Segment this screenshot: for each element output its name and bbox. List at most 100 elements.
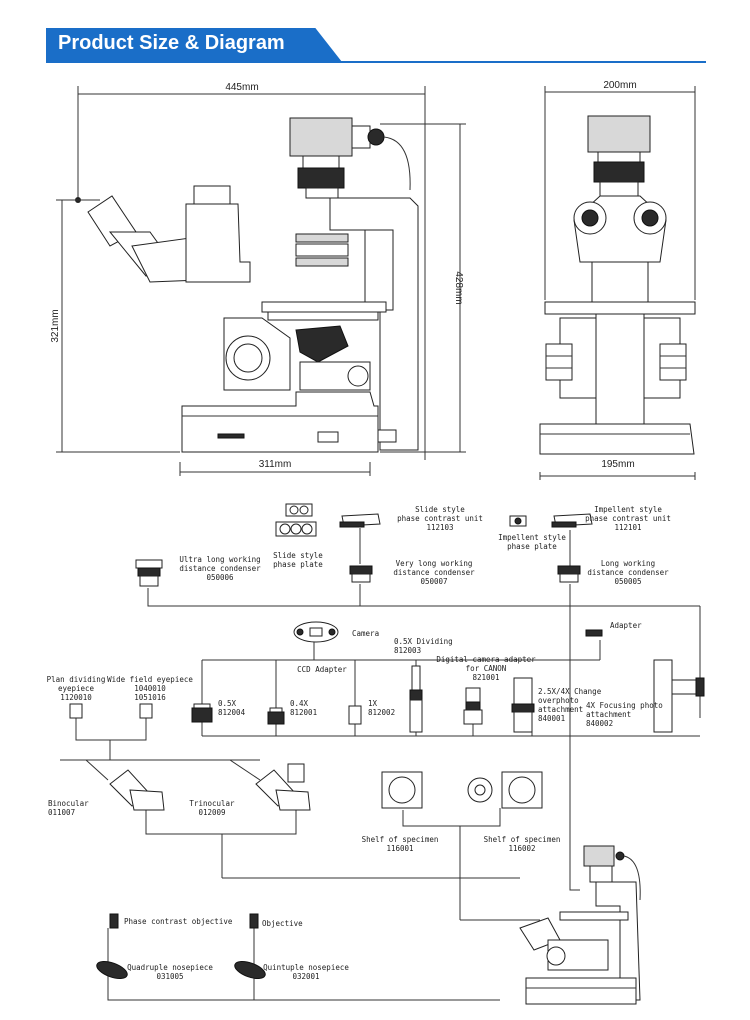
label-quadruple-line: Quadruple nosepiece xyxy=(127,963,213,972)
slide-phase-unit-part xyxy=(339,513,381,528)
label-trinocular-line: Trinocular xyxy=(189,799,235,808)
label-impellent-plate-line: Impellent style xyxy=(498,533,566,542)
section-title: Product Size & Diagram xyxy=(58,32,285,54)
front-view-microscope xyxy=(539,86,696,480)
label-plan-eyepiece-line: eyepiece xyxy=(58,684,95,693)
quintuple-nosepiece-part xyxy=(234,960,266,980)
label-very-condenser-line: Very long working xyxy=(396,559,473,568)
label-slide-plate-line: phase plate xyxy=(273,560,323,569)
label-shelf-116001-line: Shelf of specimen xyxy=(362,835,439,844)
label-canon-line: for CANON xyxy=(466,664,507,673)
label-phase-objective: Phase contrast objective xyxy=(124,917,233,926)
objective-part xyxy=(249,913,259,929)
header-rule xyxy=(46,61,706,63)
dim-side-base: 311mm xyxy=(259,459,292,470)
focusing-part xyxy=(653,659,705,733)
adapter-1x-part xyxy=(348,705,362,725)
label-binocular-line: Binocular xyxy=(48,799,89,808)
trinocular-part xyxy=(255,763,311,811)
long-condenser-part xyxy=(557,565,581,583)
label-plan-eyepiece-line: 1120010 xyxy=(60,693,92,702)
label-very-condenser-line: 050007 xyxy=(420,577,447,586)
adapter-05x-part xyxy=(191,703,213,723)
impellent-phase-plate-part xyxy=(509,515,527,527)
overphoto-part xyxy=(511,677,535,733)
label-dividing-line: 812003 xyxy=(394,646,421,655)
label-wide-eyepiece-line: Wide field eyepiece xyxy=(107,675,193,684)
label-ultra-condenser-line: distance condenser xyxy=(179,564,261,573)
label-long-condenser-line: 050005 xyxy=(614,577,641,586)
phase-objective-part xyxy=(109,913,119,929)
slide-phase-plate-part xyxy=(275,503,317,537)
label-canon-line: 821001 xyxy=(472,673,499,682)
ultra-condenser-part xyxy=(135,559,163,587)
quadruple-nosepiece-part xyxy=(96,960,128,980)
label-impellent-unit-line: Impellent style xyxy=(594,505,662,514)
label-very-condenser-line: distance condenser xyxy=(393,568,475,577)
label-1x-line: 1X xyxy=(368,699,378,708)
wide-eyepiece-part xyxy=(139,703,153,719)
label-impellent-unit-line: 112101 xyxy=(614,523,641,532)
label-04x-line: 0.4X xyxy=(290,699,309,708)
label-plan-eyepiece-line: Plan dividing xyxy=(47,675,106,684)
label-objective: Objective xyxy=(262,919,303,928)
label-quintuple-line: Quintuple nosepiece xyxy=(263,963,349,972)
dim-side-height: 428mm xyxy=(453,271,464,304)
label-overphoto-line: 2.5X/4X Change xyxy=(538,687,602,696)
label-adapter: Adapter xyxy=(610,621,642,630)
dim-front-base: 195mm xyxy=(601,459,634,470)
connector-lines xyxy=(60,528,701,1001)
label-quintuple-line: 032001 xyxy=(292,972,319,981)
label-overphoto-line: attachment xyxy=(538,705,583,714)
impellent-phase-unit-part xyxy=(551,513,593,528)
label-shelf-116002-line: Shelf of specimen xyxy=(484,835,561,844)
binocular-part xyxy=(109,769,165,811)
label-long-condenser-line: Long working xyxy=(601,559,655,568)
label-shelf-116001-line: 116001 xyxy=(386,844,413,853)
label-long-condenser-line: distance condenser xyxy=(587,568,669,577)
label-binocular-line: 011007 xyxy=(48,808,75,817)
label-focusing-line: 840002 xyxy=(586,719,613,728)
label-slide-plate-line: Slide style xyxy=(273,551,323,560)
label-slide-unit-line: phase contrast unit xyxy=(397,514,483,523)
label-canon-line: Digital camera adapter xyxy=(436,655,536,664)
dim-side-left-height: 321mm xyxy=(50,309,61,342)
label-adapter-line: Adapter xyxy=(610,621,642,630)
label-wide-eyepiece-line: 1040010 xyxy=(134,684,166,693)
label-impellent-plate-line: phase plate xyxy=(507,542,557,551)
label-focusing-line: attachment xyxy=(586,710,631,719)
label-overphoto-line: overphoto xyxy=(538,696,579,705)
plan-eyepiece-part xyxy=(69,703,83,719)
label-ultra-condenser-line: 050006 xyxy=(206,573,234,582)
label-phase-objective-line: Phase contrast objective xyxy=(124,917,233,926)
very-condenser-part xyxy=(349,565,373,583)
adapter-part xyxy=(585,629,603,637)
shelf-116002-part xyxy=(467,771,543,809)
label-quadruple-line: 031005 xyxy=(156,972,183,981)
label-camera-line: Camera xyxy=(352,629,379,638)
label-dividing-line: 0.5X Dividing xyxy=(394,637,453,646)
label-05x-line: 0.5X xyxy=(218,699,237,708)
dim-side-width: 445mm xyxy=(225,82,258,93)
label-objective-line: Objective xyxy=(262,919,303,928)
shelf-116001-part xyxy=(381,771,423,809)
